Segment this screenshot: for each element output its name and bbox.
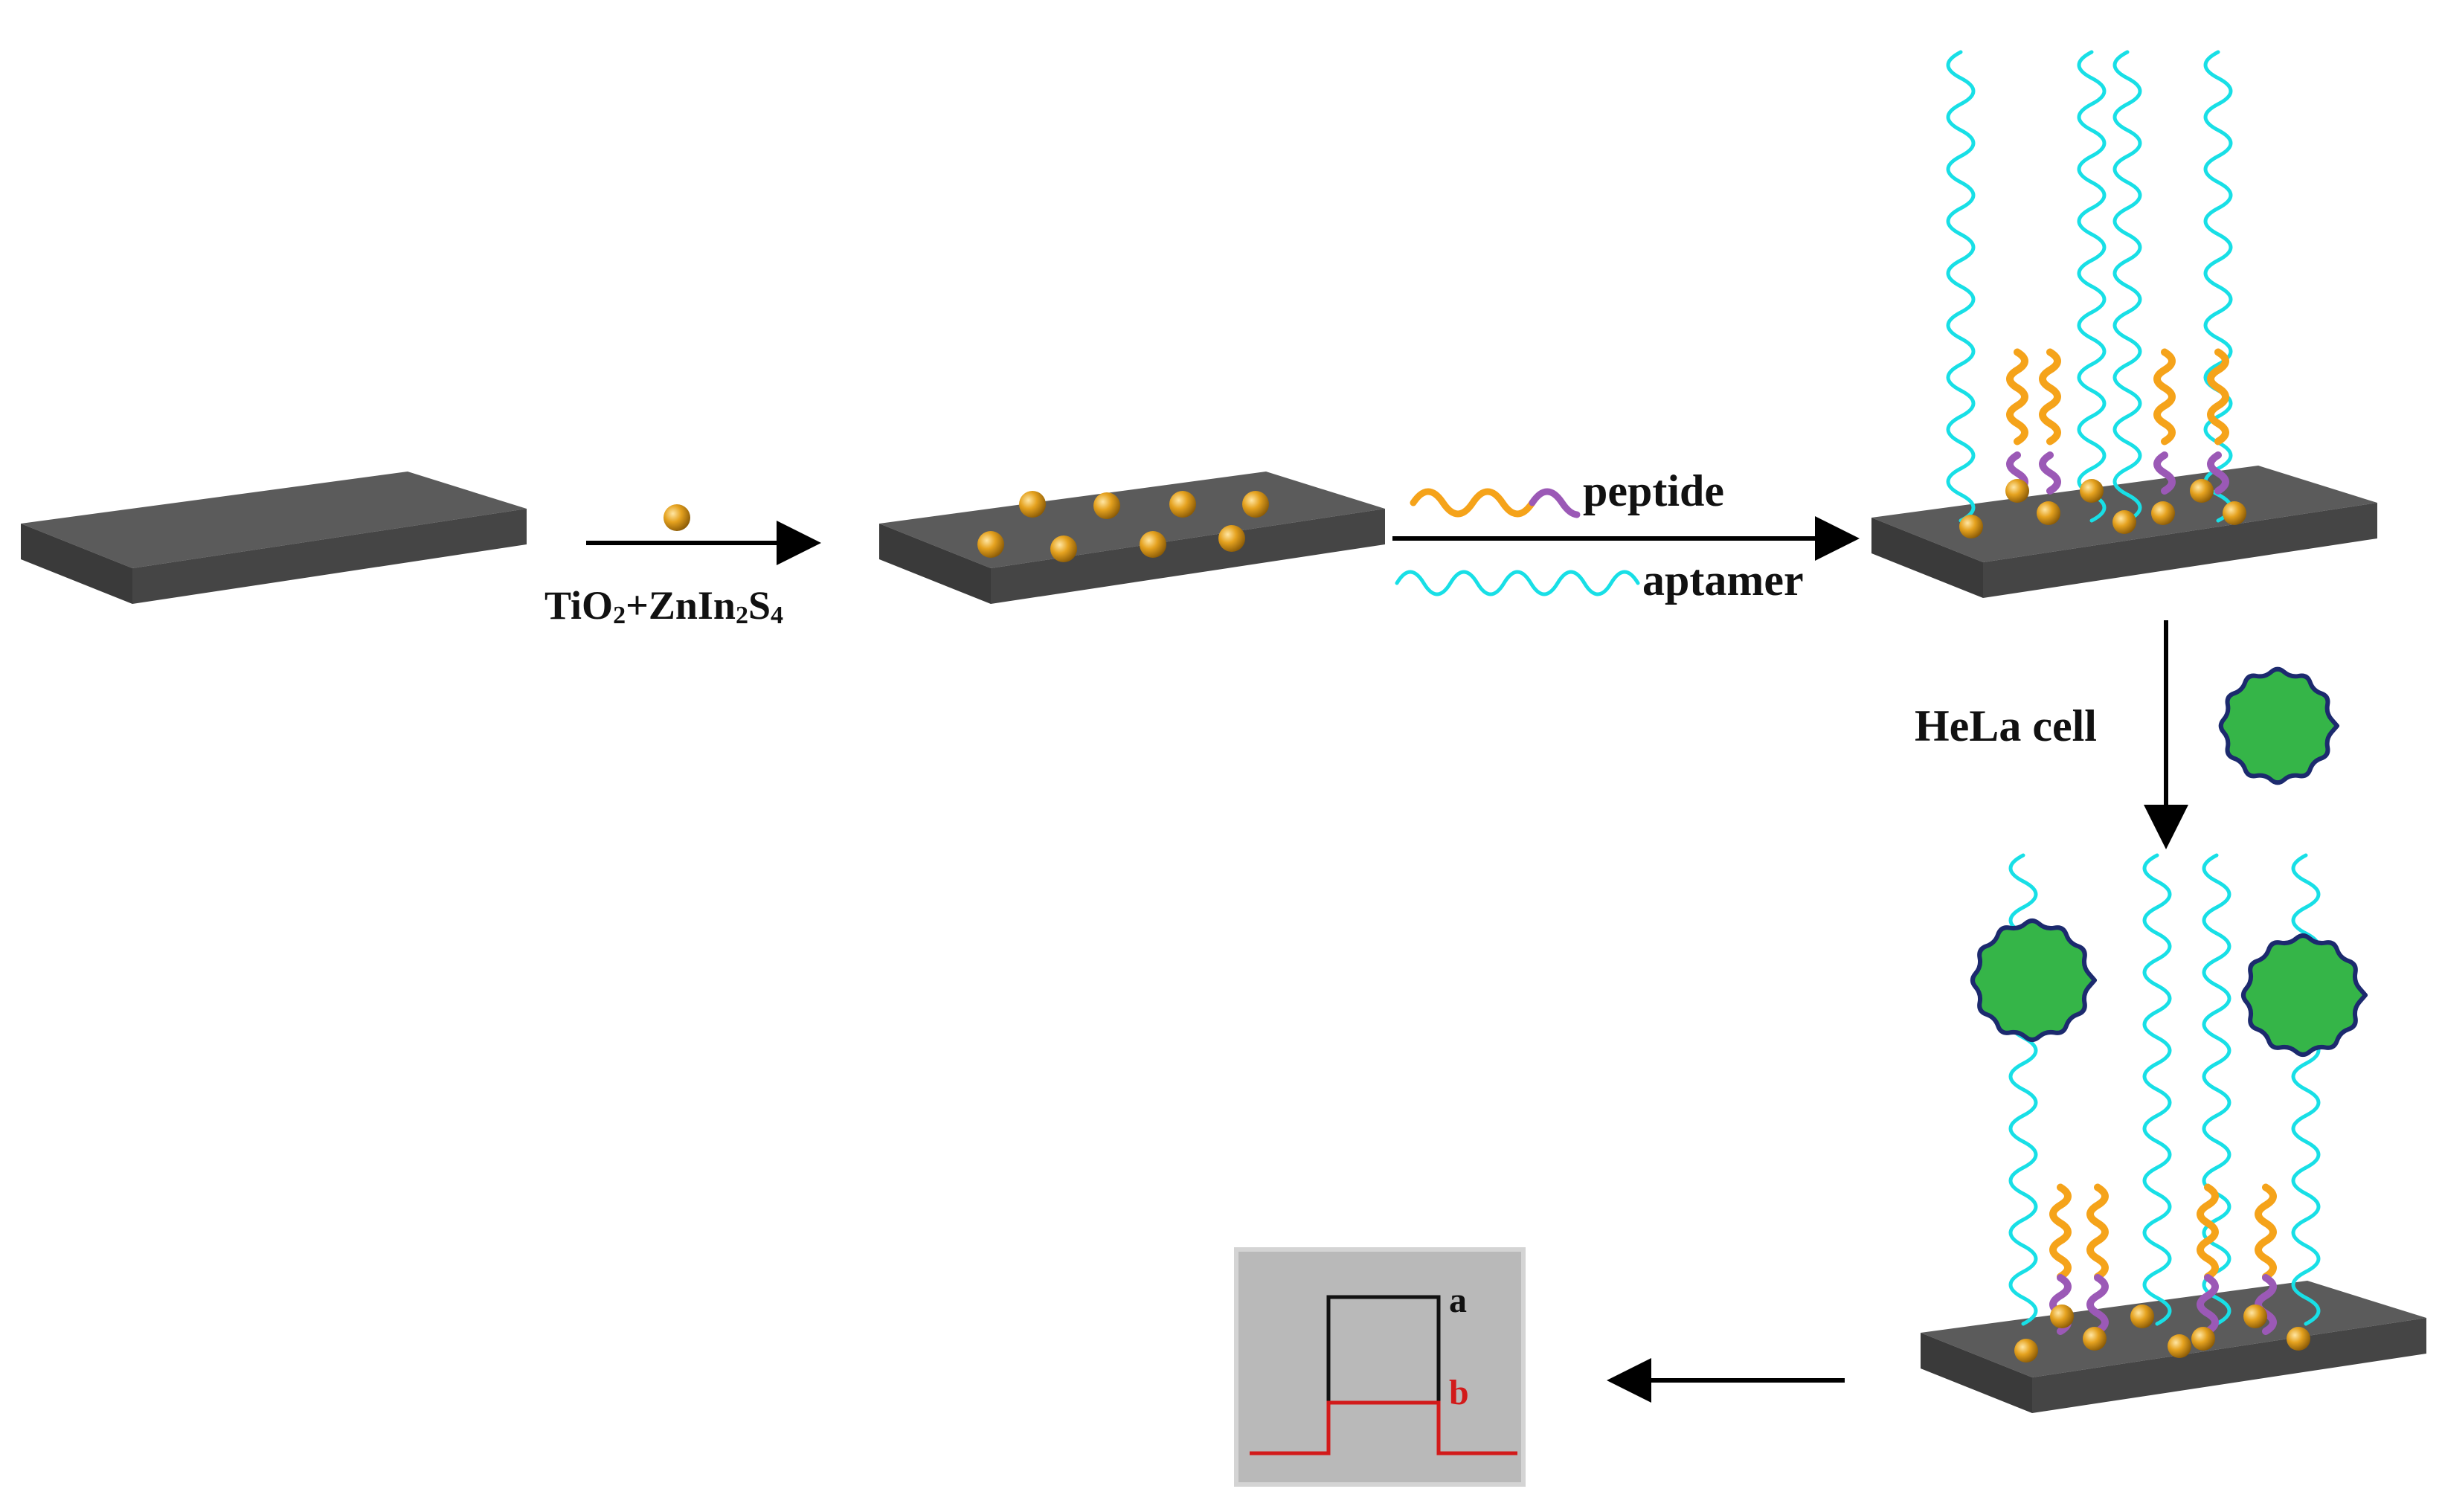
nanoparticle-5 [977,531,1004,558]
substrate-cell-front [2032,1318,2426,1413]
hela-cell-label: HeLa cell [1915,701,2097,750]
peptide-strands [2006,348,2277,1335]
peptide-probe-3-purple [2153,451,2176,495]
signal-panel: a b [1234,1247,1526,1487]
aptamer-probe-2 [2077,50,2107,523]
aptamer-probe-3 [2112,50,2142,523]
peptide-probe-2-purple [2039,451,2061,495]
peptide-probe-4 [2207,348,2229,495]
cell-nanoparticle-2 [2083,1327,2107,1351]
signal-a-label: a [1449,1281,1467,1320]
nanoparticle-6 [1050,535,1077,562]
hela-cell-bound-right [2240,933,2368,1058]
probe-nanoparticle-3 [2080,479,2104,503]
peptide-cell-1-orange [2049,1183,2072,1281]
cell-nanoparticle-8 [2168,1334,2191,1358]
substrate-np-front [991,509,1385,604]
nanoparticles [663,479,2310,1363]
aptamer-cell-2 [2142,853,2172,1326]
probe-nanoparticle-6 [2223,501,2246,525]
peptide-probe-4-purple [2207,451,2229,495]
peptide-legend-strand-purple [1529,488,1581,518]
aptamer-cell-3 [2202,853,2231,1326]
peptide-cell-4 [2255,1183,2277,1335]
peptide-probe-3-orange [2153,348,2176,445]
nanoparticle-2 [1093,492,1120,519]
peptide-cell-4-purple [2255,1274,2277,1335]
nanoparticle-4 [1242,491,1269,518]
cell-nanoparticle-6 [2287,1327,2310,1351]
peptide-legend-strand-orange [1410,488,1536,518]
peptide-probe-1-orange [2006,348,2028,445]
peptide-label: peptide [1583,466,1724,515]
aptamer-cell-4 [2291,853,2321,1326]
substrate-np-side [879,524,991,604]
peptide-cell-2-orange [2086,1183,2109,1281]
probe-nanoparticle-8 [2112,510,2136,534]
signal-a-trace [1326,1295,1441,1403]
reagent-nanoparticle [663,504,690,531]
probe-nanoparticle-2 [2037,501,2060,525]
hela-cell-bound-left [1970,918,2097,1043]
peptide-probe-2-orange [2039,348,2061,445]
probe-nanoparticle-1 [2005,479,2029,503]
peptide-cell-2-purple [2086,1274,2109,1335]
signal-b-trace [1250,1400,1517,1455]
probe-nanoparticle-5 [2190,479,2214,503]
nanoparticle-8 [1218,525,1245,552]
signal-b-label: b [1449,1373,1469,1412]
cell-nanoparticle-5 [2243,1304,2267,1328]
cell-nanoparticle-7 [2014,1339,2038,1363]
substrate-cell-side [1921,1333,2032,1413]
hela-cell-reagent [2218,666,2339,785]
substrate-bare-top [21,472,527,568]
cell-nanoparticle-3 [2130,1304,2154,1328]
peptide-cell-3-orange [2197,1183,2219,1281]
peptide-probe-1 [2006,348,2028,495]
cell-nanoparticle-1 [2050,1304,2074,1328]
aptamer-strands [1946,50,2321,1326]
step1-label: TiO2+ZnIn2S4 [544,583,783,629]
substrate-probe-side [1871,518,1983,598]
substrate-probe-front [1983,503,2377,598]
aptamer-probe-4 [2203,50,2233,523]
hela-cells [1970,666,2368,1058]
peptide-cell-4-orange [2255,1183,2277,1281]
substrate-np [879,472,1385,604]
cell-nanoparticle-4 [2191,1327,2215,1351]
nanoparticle-3 [1169,491,1196,518]
peptide-probe-4-orange [2207,348,2229,445]
substrate-bare-side [21,524,132,604]
substrate-bare-front [132,509,527,604]
peptide-probe-3 [2153,348,2176,495]
probe-nanoparticle-7 [1959,515,1983,538]
peptide-cell-3-purple [2197,1274,2219,1335]
aptamer-legend-strand [1395,570,1640,596]
peptide-cell-2 [2086,1183,2109,1335]
probe-nanoparticle-4 [2151,501,2175,525]
aptamer-label: aptamer [1642,556,1804,605]
peptide-probe-2 [2039,348,2061,495]
aptamer-probe-1 [1946,50,1976,523]
nanoparticle-7 [1140,531,1166,558]
nanoparticle-1 [1019,491,1046,518]
substrate-bare [21,472,527,604]
substrate-cell-top [1921,1281,2426,1377]
substrate-cell [1921,1281,2426,1413]
peptide-cell-3 [2197,1183,2219,1335]
